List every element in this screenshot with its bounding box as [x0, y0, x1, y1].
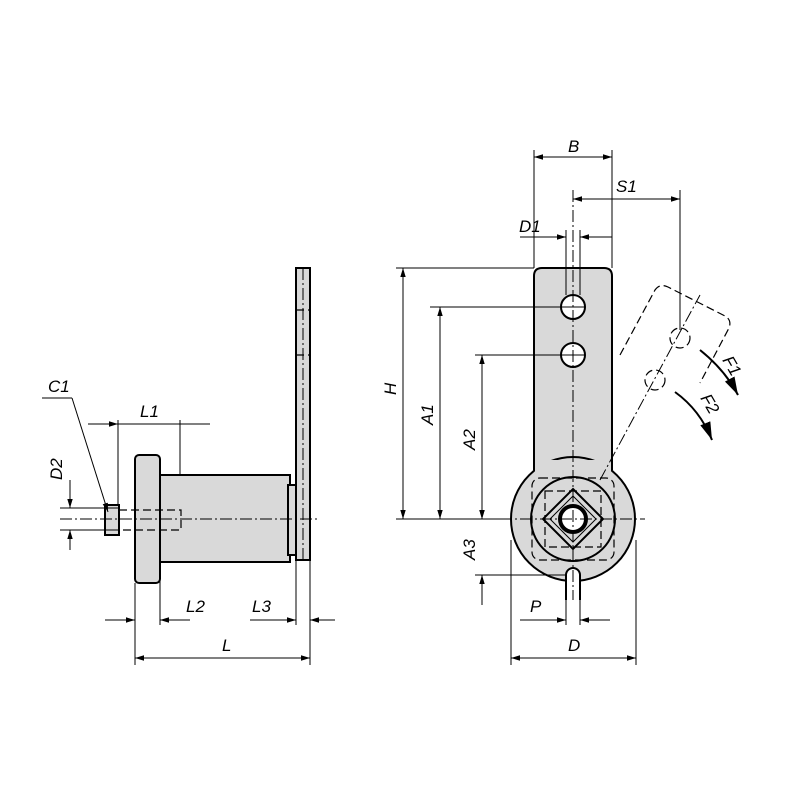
label-D2: D2	[47, 458, 66, 480]
lever-arm	[533, 267, 613, 470]
label-L: L	[222, 636, 231, 655]
pin	[104, 504, 120, 536]
label-D: D	[568, 636, 580, 655]
label-C1: C1	[48, 377, 70, 396]
label-L2: L2	[186, 597, 205, 616]
label-L3: L3	[252, 597, 271, 616]
slot	[565, 567, 581, 600]
label-D1: D1	[519, 217, 541, 236]
label-L1: L1	[140, 402, 159, 421]
label-A3: A3	[460, 539, 479, 561]
label-F2: F2	[697, 391, 724, 418]
label-A2: A2	[460, 429, 479, 451]
label-F1: F1	[719, 353, 745, 380]
side-view: C1 D2 L1 L2 L3 L	[42, 267, 335, 665]
label-B: B	[568, 137, 579, 156]
label-H: H	[381, 382, 400, 395]
label-P: P	[530, 597, 542, 616]
front-view: B S1 D1 H A1 A2 A3 P D F1 F2	[381, 137, 745, 665]
label-A1: A1	[418, 404, 437, 426]
label-S1: S1	[616, 177, 637, 196]
